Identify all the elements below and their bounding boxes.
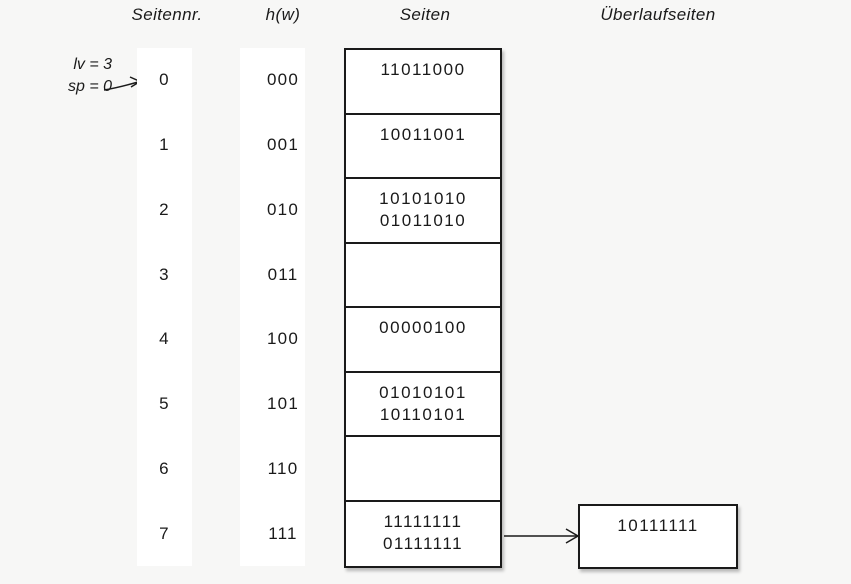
page-bucket-6 — [346, 437, 500, 502]
hash-value-0: 000 — [267, 70, 299, 90]
page-bucket-7: 11111111 01111111 — [346, 502, 500, 567]
page-number-3: 3 — [159, 264, 170, 284]
column-header-ueberlaufseiten: Überlaufseiten — [600, 5, 716, 24]
bucket-entry: 00000100 — [379, 318, 467, 337]
page-number-1: 1 — [159, 135, 170, 155]
hash-value-4: 100 — [267, 329, 299, 349]
hash-state-annotation: lv = 3 sp = 0 — [38, 54, 112, 98]
page-bucket-2: 10101010 01011010 — [346, 179, 500, 244]
column-header-seitennr: Seitennr. — [131, 5, 203, 24]
hash-value-5: 101 — [267, 394, 299, 414]
pages-bucket-table: 11011000 10011001 10101010 01011010 0000… — [344, 48, 502, 568]
page-bucket-0: 11011000 — [346, 50, 500, 115]
bucket-entry: 10110101 — [379, 404, 467, 424]
hash-value-7: 111 — [268, 523, 298, 543]
page-number-0: 0 — [159, 70, 170, 90]
page-number-column: 0 1 2 3 4 5 6 7 — [137, 48, 192, 566]
column-header-hash-function: h(w) — [265, 5, 301, 24]
overflow-link-arrow-icon — [504, 528, 580, 544]
page-number-7: 7 — [159, 523, 170, 543]
page-bucket-1: 10011001 — [346, 115, 500, 179]
column-header-seiten: Seiten — [399, 5, 451, 24]
bucket-entry: 11111111 — [383, 511, 463, 531]
bucket-entry: 11011000 — [380, 60, 466, 79]
page-bucket-5: 01010101 10110101 — [346, 373, 500, 437]
page-number-5: 5 — [159, 394, 170, 414]
page-bucket-3 — [346, 244, 500, 308]
hash-value-3: 011 — [267, 264, 299, 284]
page-number-2: 2 — [159, 199, 170, 219]
bucket-entry: 10011001 — [379, 124, 467, 144]
overflow-page-box: 10111111 — [578, 504, 738, 569]
bucket-entry: 01111111 — [382, 533, 464, 553]
hash-value-6: 110 — [267, 458, 299, 478]
bucket-entry: 01010101 — [379, 382, 467, 402]
hash-value-1: 001 — [267, 135, 299, 155]
hash-value-column: 000 001 010 011 100 101 110 111 — [240, 48, 305, 566]
page-number-6: 6 — [159, 458, 170, 478]
page-bucket-4: 00000100 — [346, 308, 500, 373]
level-value: lv = 3 — [73, 56, 112, 73]
overflow-entry: 10111111 — [617, 516, 699, 535]
split-pointer-value: sp = 0 — [67, 78, 112, 95]
bucket-entry: 01011010 — [379, 211, 467, 230]
bucket-entry: 10101010 — [379, 189, 467, 208]
hash-value-2: 010 — [267, 199, 299, 219]
page-number-4: 4 — [159, 329, 170, 349]
